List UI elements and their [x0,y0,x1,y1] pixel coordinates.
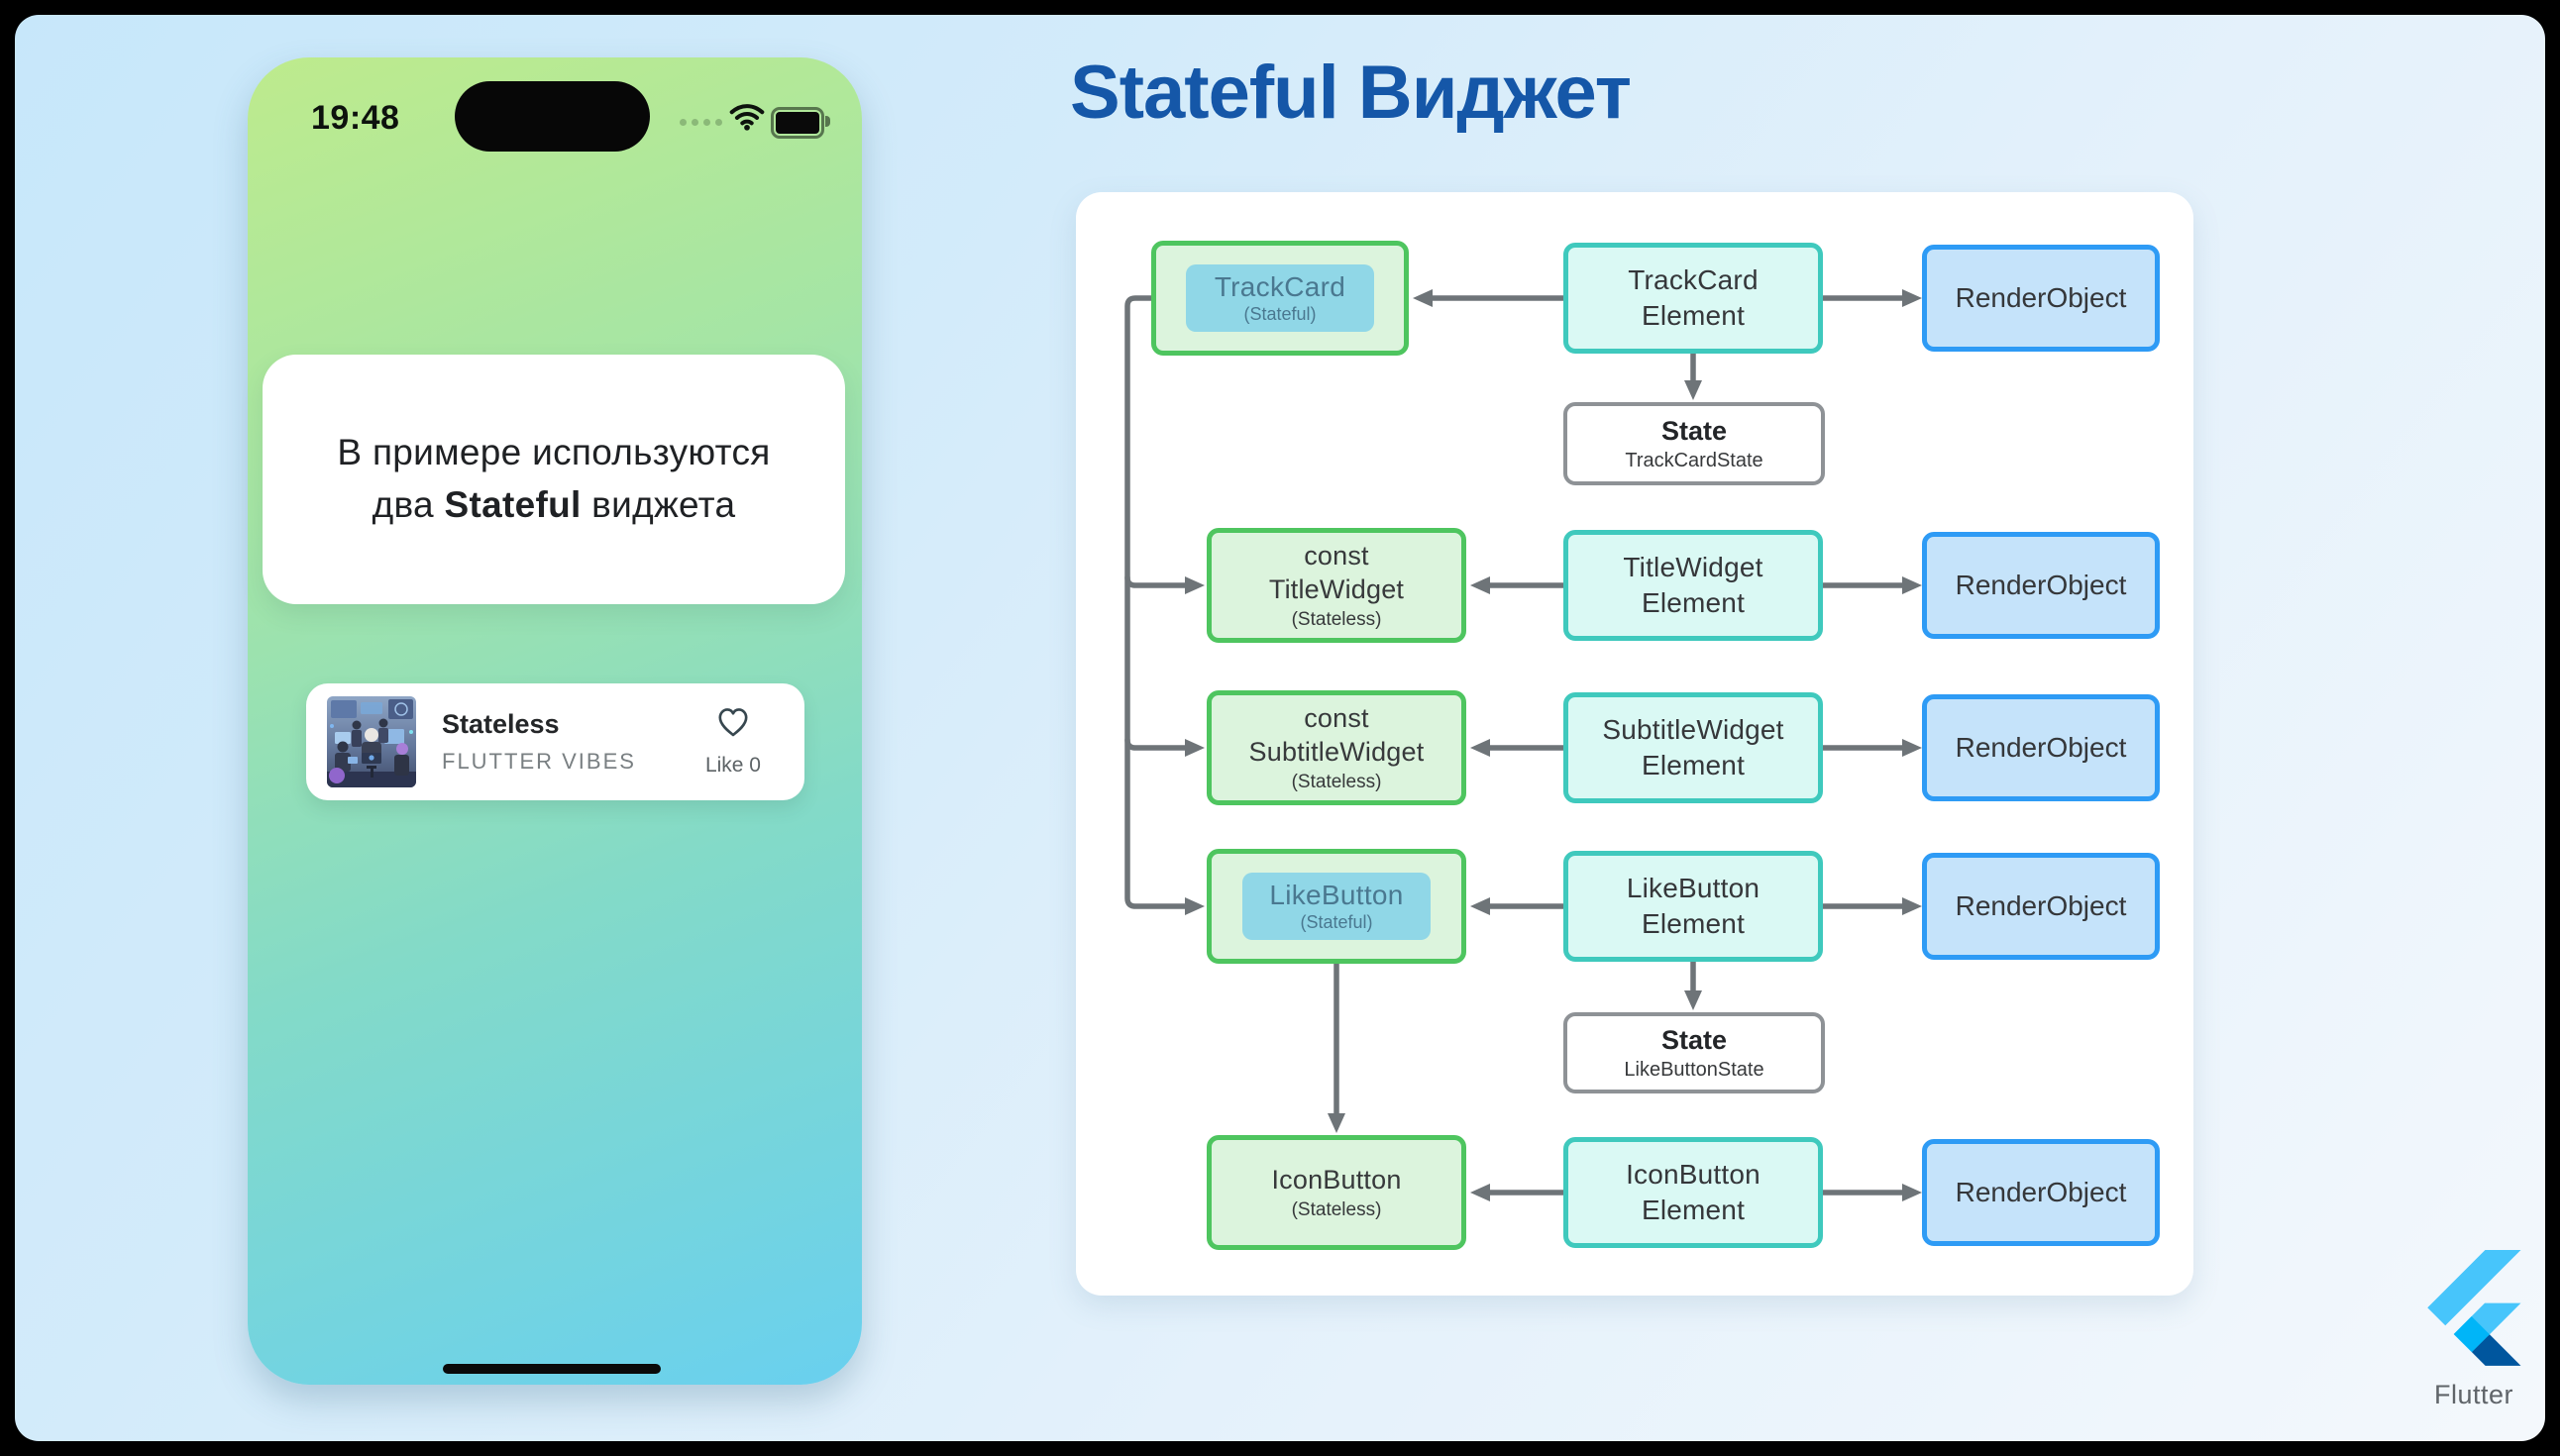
widget-label: TrackCard [1214,271,1346,302]
render-object-box: RenderObject [1922,245,2160,352]
cellular-signal-icon [680,119,722,126]
page-title: Stateful Виджет [1070,51,1632,135]
diagram-connectors [1124,289,1922,1201]
message-text: В примере используются два Stateful видж… [337,432,771,525]
flutter-logo-icon [2426,1250,2521,1371]
slide-background: 19:48 В примере используются два Statefu… [15,15,2545,1441]
track-card[interactable]: Stateless FLUTTER VIBES Like 0 [306,683,804,800]
render-object-box: RenderObject [1922,532,2160,639]
battery-icon [771,107,830,139]
widget-box-likebutton: LikeButton (Stateful) [1207,849,1466,964]
home-indicator[interactable] [443,1364,661,1374]
track-meta: Stateless FLUTTER VIBES [442,709,705,775]
album-art-image [327,696,416,787]
track-subtitle: FLUTTER VIBES [442,749,636,774]
track-title: Stateless [442,709,560,739]
diagram-panel: TrackCard (Stateful) TrackCard Element R… [1076,192,2193,1296]
flutter-branding: Flutter [2400,1250,2545,1410]
widget-box-iconbutton: IconButton (Stateless) [1207,1135,1466,1250]
element-box-likebutton: LikeButton Element [1563,851,1823,962]
wifi-icon [729,103,765,136]
render-object-box: RenderObject [1922,1139,2160,1246]
render-object-box: RenderObject [1922,694,2160,801]
element-box-trackcard: TrackCard Element [1563,243,1823,354]
widget-box-titlewidget: const TitleWidget (Stateless) [1207,528,1466,643]
render-object-box: RenderObject [1922,853,2160,960]
stateful-chip: TrackCard (Stateful) [1186,264,1374,332]
widget-box-trackcard: TrackCard (Stateful) [1151,241,1409,356]
element-box-titlewidget: TitleWidget Element [1563,530,1823,641]
heart-like-button[interactable] [716,706,750,743]
flutter-label: Flutter [2433,1380,2514,1409]
message-card: В примере используются два Stateful видж… [263,355,845,604]
stateful-chip: LikeButton (Stateful) [1242,873,1431,940]
state-box-trackcard: State TrackCardState [1563,402,1825,485]
dynamic-island [455,81,650,152]
element-box-iconbutton: IconButton Element [1563,1137,1823,1248]
state-box-likebutton: State LikeButtonState [1563,1012,1825,1093]
element-box-subtitlewidget: SubtitleWidget Element [1563,692,1823,803]
like-count-label: Like 0 [704,754,761,777]
widget-box-subtitlewidget: const SubtitleWidget (Stateless) [1207,690,1466,805]
status-time: 19:48 [311,99,400,137]
widget-sublabel: (Stateful) [1243,304,1317,324]
phone-mockup: 19:48 В примере используются два Statefu… [248,57,862,1385]
